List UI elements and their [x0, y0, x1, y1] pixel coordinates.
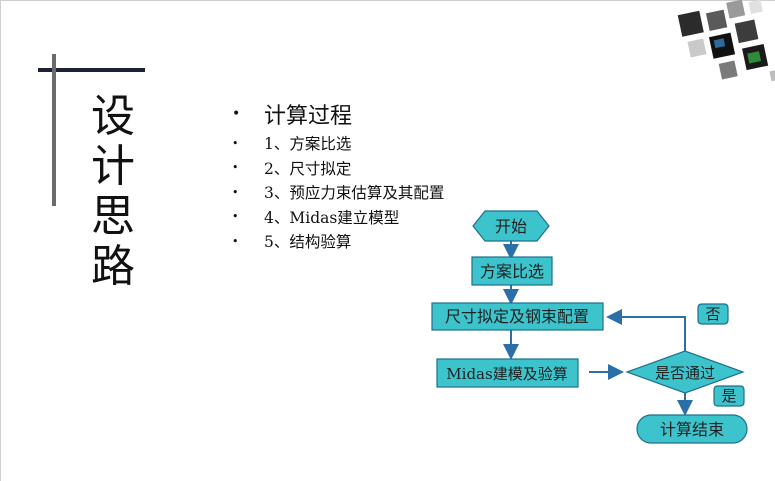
section-heading: • 计算过程: [232, 98, 352, 130]
list-item: • 5、结构验算: [232, 229, 444, 254]
label-no-box: 否: [697, 303, 729, 325]
label-yes-box: 是: [713, 385, 745, 407]
step-text: 3、预应力束估算及其配置: [264, 184, 445, 203]
arrow-decision-no-loop: [606, 309, 686, 352]
vertical-title-char: 思: [91, 191, 135, 242]
node-decision: 是否通过: [625, 350, 745, 394]
decorative-tiles-graphic: [677, 0, 775, 82]
steps-list: • 1、方案比选 • 2、尺寸拟定 • 3、预应力束估算及其配置 • 4、Midas建立…: [232, 131, 444, 254]
label-no: 否: [705, 305, 720, 323]
list-item: • 3、预应力束估算及其配置: [232, 180, 444, 205]
step-text: 2、尺寸拟定: [264, 159, 352, 178]
bullet-icon: •: [232, 136, 239, 150]
label-yes: 是: [721, 387, 736, 405]
list-item: • 4、Midas建立模型: [232, 205, 444, 230]
node-end-label: 计算结束: [660, 420, 724, 439]
bullet-icon: •: [232, 185, 239, 199]
list-item: • 1、方案比选: [232, 131, 444, 156]
node-config: 尺寸拟定及钢束配置: [431, 302, 604, 331]
bullet-icon: •: [232, 106, 241, 122]
step-text: 1、方案比选: [264, 135, 352, 154]
vertical-title-char: 设: [91, 91, 135, 142]
node-scheme-label: 方案比选: [480, 262, 544, 281]
bullet-icon: •: [232, 161, 239, 175]
vertical-title-char: 计: [91, 141, 135, 192]
step-text: 5、结构验算: [264, 233, 352, 252]
node-end: 计算结束: [636, 414, 748, 444]
node-config-label: 尺寸拟定及钢束配置: [445, 307, 589, 326]
node-model-label: Midas建模及验算: [446, 365, 567, 383]
node-start: 开始: [472, 210, 550, 242]
node-start-label: 开始: [495, 217, 527, 236]
node-scheme: 方案比选: [471, 256, 553, 286]
slide-border-left: [0, 0, 1, 481]
step-text: 4、Midas建立模型: [264, 208, 400, 227]
heading-text: 计算过程: [264, 104, 353, 129]
title-rule-vertical: [52, 54, 56, 206]
node-decision-label: 是否通过: [655, 364, 715, 382]
vertical-title-char: 路: [91, 241, 135, 292]
bullet-icon: •: [232, 234, 239, 248]
node-model: Midas建模及验算: [436, 358, 579, 388]
slide-border-top: [0, 0, 775, 1]
vertical-title: 设 计 思 路: [86, 92, 140, 292]
list-item: • 2、尺寸拟定: [232, 156, 444, 181]
bullet-icon: •: [232, 210, 239, 224]
title-rule-horizontal: [38, 68, 145, 72]
